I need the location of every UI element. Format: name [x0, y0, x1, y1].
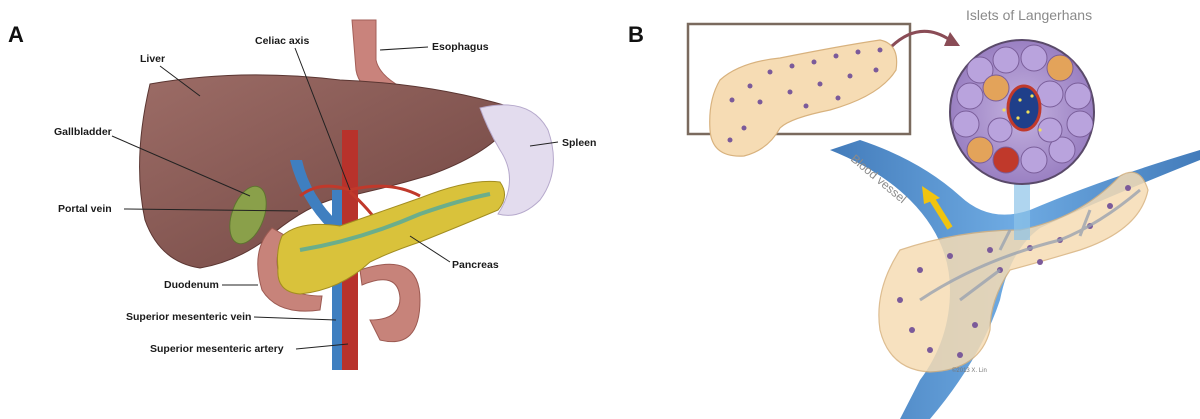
- label-duodenum: Duodenum: [164, 279, 219, 291]
- label-pancreas: Pancreas: [452, 259, 499, 271]
- leader-superior-mesenteric-vein: [254, 317, 336, 320]
- islet-capillary: [1008, 86, 1040, 130]
- leader-pancreas: [410, 236, 450, 262]
- label-portal-vein: Portal vein: [58, 203, 112, 215]
- label-celiac-axis: Celiac axis: [255, 35, 309, 47]
- panel-a: A Liver Celiac axis Esophagus Gallbla: [8, 20, 596, 370]
- label-gallbladder: Gallbladder: [54, 126, 112, 138]
- zoom-arrow: [892, 31, 950, 46]
- islet-magnified: [950, 40, 1094, 184]
- label-islets: Islets of Langerhans: [966, 7, 1092, 23]
- islet-stalk: [1014, 184, 1030, 240]
- panel-b-letter: B: [628, 22, 644, 47]
- panel-b: B Islets of Langerhans Blood vessel: [628, 7, 1200, 419]
- label-esophagus: Esophagus: [432, 41, 489, 53]
- label-superior-mesenteric-vein: Superior mesenteric vein: [126, 311, 251, 323]
- label-liver: Liver: [140, 53, 165, 65]
- small-pancreas-shape: [710, 40, 897, 156]
- panel-a-letter: A: [8, 22, 24, 47]
- leader-esophagus: [380, 47, 428, 50]
- label-spleen: Spleen: [562, 137, 596, 149]
- label-signature: ©2013 X. Lin: [952, 367, 987, 374]
- label-superior-mesenteric-artery: Superior mesenteric artery: [150, 343, 284, 355]
- intestine-shape: [360, 264, 420, 341]
